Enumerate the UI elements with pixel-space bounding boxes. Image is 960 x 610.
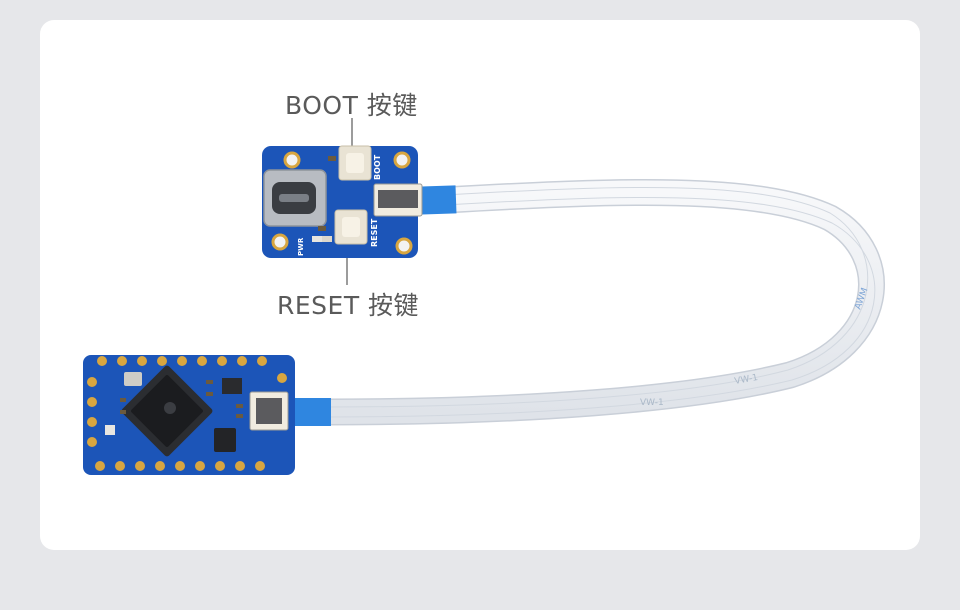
pwr-silkscreen: PWR: [297, 237, 305, 256]
mount-hole-tr: [393, 151, 411, 169]
cable-print-lower: VW-1: [640, 398, 664, 408]
cable-stiffener-top: [417, 185, 457, 215]
crystal: [124, 372, 142, 386]
rp2040-board: [83, 355, 295, 475]
regulator: [222, 378, 242, 394]
reset-silkscreen: RESET: [370, 218, 379, 247]
mount-hole-bl: [271, 233, 289, 251]
usb-adapter-board: BOOT RESET PWR: [262, 145, 423, 258]
reset-button-callout: RESET 按键: [277, 291, 420, 320]
rgb-led: [105, 425, 115, 435]
mount-hole-tl: [283, 151, 301, 169]
flash-chip: [214, 428, 236, 452]
ffc-cable: AWM VW-1 VW-1: [283, 179, 885, 426]
boot-silkscreen: BOOT: [373, 154, 382, 180]
mount-hole-br: [395, 237, 413, 255]
cable-print-lower-2: VW-1: [734, 373, 759, 387]
boot-button-callout: BOOT 按键: [285, 91, 418, 120]
castellated-pads: [87, 356, 287, 471]
